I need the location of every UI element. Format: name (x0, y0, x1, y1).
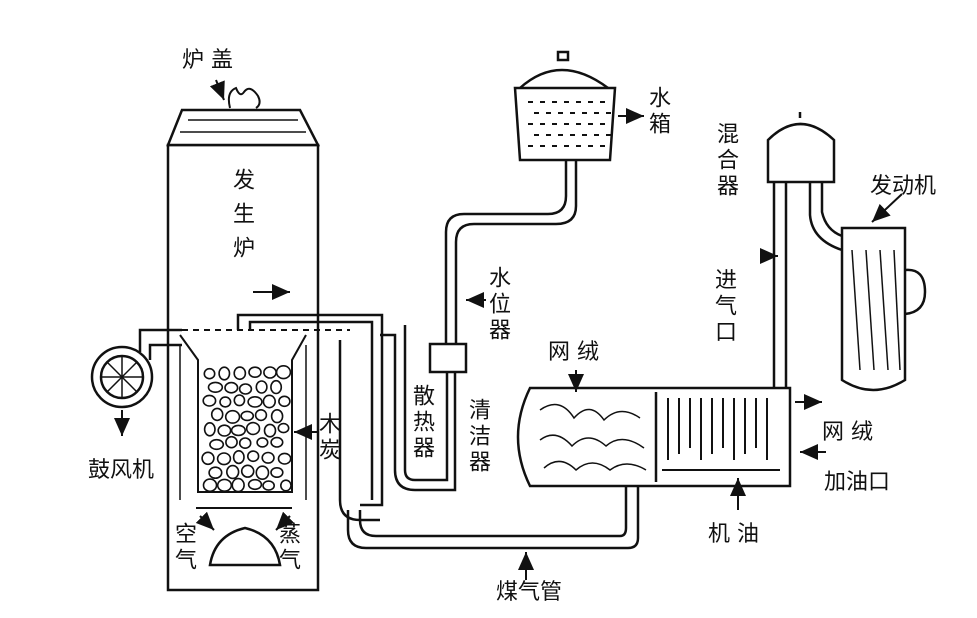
charcoal-pellet (226, 464, 240, 480)
charcoal-pellet (245, 421, 261, 436)
charcoal-pellet (232, 450, 245, 465)
charcoal-pellet (270, 436, 284, 448)
label-arrows (114, 79, 903, 580)
charcoal-pellet (238, 437, 252, 449)
charcoal-pellet (202, 394, 217, 407)
charcoal-pellet (248, 366, 262, 379)
water-tank (513, 50, 617, 162)
charcoal-pellet (225, 435, 238, 449)
charcoal-pellet (209, 438, 225, 451)
mixer (766, 112, 843, 388)
label-steam: 蒸气 (275, 522, 300, 574)
label-air-inlet: 进气口 (711, 268, 736, 346)
blower (90, 328, 182, 409)
charcoal-pellet (230, 424, 246, 437)
gas-pipe-line (346, 486, 640, 550)
charcoal-pellet (262, 394, 276, 409)
charcoal-pellet (270, 379, 283, 395)
charcoal-pellet (233, 366, 247, 381)
water-gauge (428, 160, 578, 374)
engine (840, 226, 927, 392)
charcoal-pellet (247, 395, 263, 408)
charcoal-pellet (256, 437, 269, 448)
label-air: 空气 (171, 522, 196, 574)
label-mesh-top: 网 绒 (548, 340, 599, 365)
label-blower: 鼓风机 (88, 458, 155, 483)
label-radiator: 散热器 (409, 384, 434, 462)
charcoal-pellet (208, 466, 223, 480)
label-oil-inlet: 加油口 (824, 470, 891, 495)
charcoal-pellet (233, 394, 246, 407)
charcoal-pellet (270, 466, 284, 478)
charcoal-pellet (263, 366, 277, 379)
cleaner (516, 386, 792, 488)
charcoal-pellet (216, 452, 232, 466)
charcoal-pellet (201, 451, 215, 466)
label-mixer: 混合器 (713, 122, 738, 200)
charcoal-pellet (224, 409, 241, 424)
charcoal-pellet (218, 366, 231, 381)
label-water-gauge: 水位器 (485, 266, 510, 344)
charcoal-pellet (240, 464, 255, 478)
label-engine-oil: 机 油 (708, 522, 759, 547)
charcoal-pellet (247, 450, 260, 463)
charcoal-pellet (270, 409, 284, 424)
charcoal-pellet (247, 478, 263, 491)
charcoal-pellet (207, 381, 224, 393)
charcoal-pellet (217, 424, 232, 437)
charcoal-pellet (224, 381, 239, 394)
charcoal-pellet (238, 383, 253, 395)
generator-furnace (166, 108, 350, 592)
charcoal-pellet (278, 395, 291, 408)
charcoal-pellet (210, 407, 224, 422)
charcoal-pellet (240, 410, 255, 422)
charcoal-pellet (202, 478, 218, 493)
label-mesh-right: 网 绒 (822, 420, 873, 445)
charcoal-pellet (203, 421, 216, 437)
label-cleaner: 清洁器 (465, 398, 490, 476)
charcoal-pellet (275, 365, 292, 380)
lid-knob (227, 86, 261, 109)
charcoal-pellet (203, 367, 216, 380)
charcoal-pellet (255, 465, 270, 481)
label-gas-pipe: 煤气管 (496, 580, 563, 605)
charcoal-pellet (261, 451, 275, 464)
label-water-tank: 水箱 (645, 86, 670, 138)
charcoal-pellet (255, 380, 268, 394)
charcoal-pellet (277, 422, 290, 434)
charcoal-pellet (231, 477, 245, 493)
label-generator: 发生炉 (229, 168, 254, 270)
charcoal-pellets (201, 365, 292, 493)
outlet-pipe (236, 313, 384, 507)
label-charcoal: 木炭 (315, 412, 340, 464)
charcoal-pellet (216, 478, 233, 492)
charcoal-pellet (279, 479, 292, 492)
charcoal-pellet (219, 396, 232, 408)
charcoal-pellet (262, 480, 275, 491)
charcoal-pellet (254, 409, 268, 422)
label-engine: 发动机 (870, 174, 937, 199)
label-furnace-lid: 炉 盖 (182, 48, 233, 73)
charcoal-pellet (263, 423, 277, 438)
charcoal-pellet (277, 452, 292, 465)
